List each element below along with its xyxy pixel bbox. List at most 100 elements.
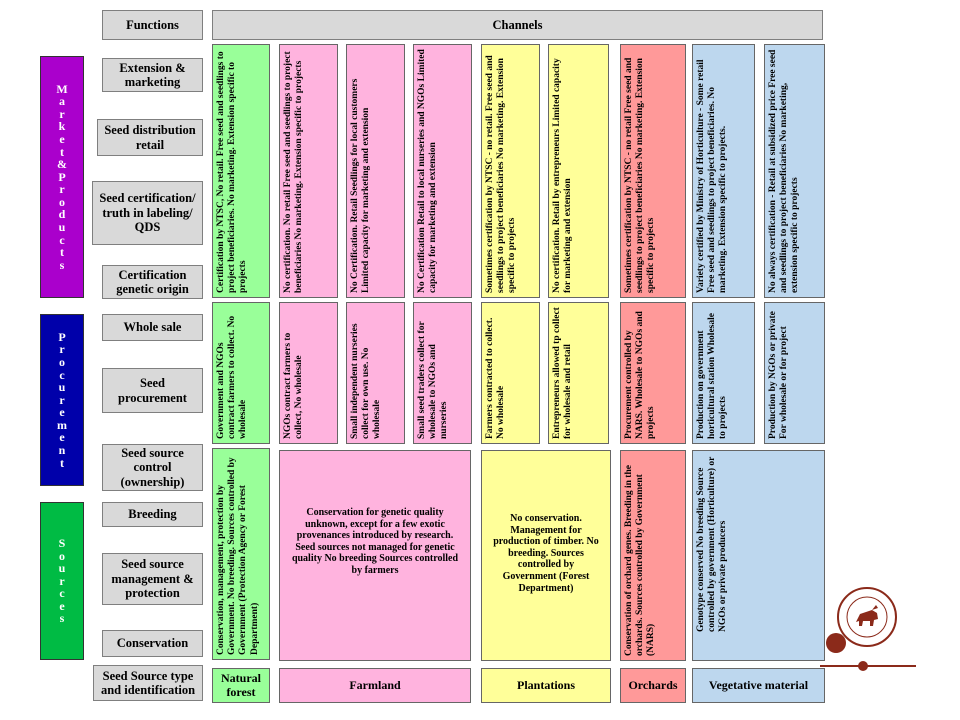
sources-cell-text: Genotype conserved No breeding Source co… [696, 456, 729, 632]
function-label: Seed certification/ truth in labeling/ Q… [99, 191, 196, 235]
procurement-cell-orchards: Procurement controlled by NARS. Wholesal… [620, 302, 686, 444]
category-letter: t [59, 144, 64, 159]
market-cell-plantations-farmers: Sometimes certification by NTSC - no ret… [481, 44, 540, 298]
procurement-cell-farmland-ngo: NGOs contract farmers to collect, No who… [279, 302, 338, 444]
function-seed-certification: Seed certification/ truth in labeling/ Q… [92, 181, 203, 245]
category-letter: r [59, 392, 65, 407]
procurement-cell-text: Government and NGOs contract farmers to … [216, 315, 249, 439]
category-letter: t [59, 245, 64, 260]
category-letter: c [59, 232, 65, 247]
function-extension-marketing: Extension & marketing [102, 58, 203, 92]
market-cell-text: Sometimes certification by NTSC - no ret… [624, 57, 657, 293]
market-cell-vegetative-private: No always certification - Retail at subs… [764, 44, 825, 298]
channels-header: Channels [212, 10, 823, 40]
procurement-cell-farmland-nurseries: Small independent nurseries collect for … [346, 302, 405, 444]
procurement-cell-natural-forest: Government and NGOs contract farmers to … [212, 302, 270, 444]
procurement-cell-plantations-entrepreneurs: Entrepreneurs allowed tp collect for who… [548, 302, 609, 444]
procurement-cell-text: Procurement controlled by NARS. Wholesal… [624, 311, 657, 439]
category-letter: u [58, 380, 66, 395]
category-letter: e [59, 598, 65, 613]
market-cell-plantations-entrepreneurs: No certification. Retail by entrepreneur… [548, 44, 609, 298]
procurement-cell-text: Small seed traders collect for wholesale… [417, 321, 450, 439]
market-cell-farmland-nurseries: No Certification. Retail Seedlings for l… [346, 44, 405, 298]
function-label: Conservation [116, 636, 189, 651]
decorative-rule [820, 665, 916, 667]
procurement-cell-text: NGOs contract farmers to collect, No who… [283, 332, 305, 439]
function-label: Seed distribution retail [104, 123, 196, 152]
source-type-label: Orchards [628, 677, 678, 692]
category-letter: s [59, 611, 65, 626]
source-type-label: Plantations [516, 677, 575, 692]
function-seed-procurement: Seed procurement [102, 368, 203, 413]
function-label: Seed source control (ownership) [120, 445, 185, 489]
category-letter: & [56, 157, 67, 172]
function-seed-source-management: Seed source management & protection [102, 553, 203, 605]
decorative-small-dot [858, 661, 868, 671]
market-cell-vegetative-government: Variety certified by Ministry of Horticu… [692, 44, 755, 298]
function-label: Whole sale [123, 320, 182, 335]
source-type-orchards: Orchards [620, 668, 686, 703]
category-letter: P [58, 169, 66, 184]
market-cell-text: No Certification. Retail Seedlings for l… [350, 78, 372, 293]
market-cell-text: No certification. Retail by entrepreneur… [552, 58, 574, 293]
procurement-cell-farmland-traders: Small seed traders collect for wholesale… [413, 302, 472, 444]
category-letter: M [56, 81, 68, 96]
category-letter: e [59, 430, 65, 445]
channels-header-label: Channels [492, 17, 543, 32]
market-cell-orchards: Sometimes certification by NTSC - no ret… [620, 44, 686, 298]
category-letter: c [59, 367, 65, 382]
source-type-label: Natural forest [221, 671, 261, 699]
functions-header-label: Functions [126, 17, 179, 32]
market-cell-text: No Certification Retail to local nurseri… [417, 49, 439, 293]
source-type-natural-forest: Natural forest [212, 668, 270, 703]
category-letter: r [59, 182, 65, 197]
market-cell-text: No certification. No retail Free seed an… [283, 51, 305, 293]
category-letter: r [59, 342, 65, 357]
category-letter: u [58, 220, 66, 235]
function-seed-source-control: Seed source control (ownership) [102, 444, 203, 491]
sources-cell-text: Conservation, management, protection by … [216, 457, 260, 655]
procurement-cell-plantations-farmers: Farmers contracted to collect. No wholes… [481, 302, 540, 444]
market-cell-text: Variety certified by Ministry of Horticu… [696, 59, 729, 293]
market-cell-text: Certification by NTSC, No retail. Free s… [216, 51, 249, 293]
function-seed-distribution: Seed distribution retail [97, 119, 203, 156]
procurement-cell-text: Production by NGOs or private For wholes… [768, 311, 790, 439]
decorative-large-dot [826, 633, 846, 653]
category-letter: o [59, 548, 65, 563]
category-letter: c [59, 586, 65, 601]
procurement-cell-text: Small independent nurseries collect for … [350, 323, 383, 439]
source-type-plantations: Plantations [481, 668, 611, 703]
procurement-cell-vegetative-government: Production on government horticultural s… [692, 302, 755, 444]
category-letter: S [58, 535, 66, 550]
category-letter: e [59, 405, 65, 420]
sources-cell-plantations: No conservation. Management for producti… [481, 450, 611, 661]
category-letter: s [59, 257, 65, 272]
source-type-farmland: Farmland [279, 668, 471, 703]
sources-cell-orchards: Conservation of orchard genes. Breeding … [620, 450, 686, 661]
functions-header: Functions [102, 10, 203, 40]
market-cell-text: No always certification - Retail at subs… [768, 49, 801, 293]
function-label: Breeding [128, 507, 177, 522]
category-letter: a [58, 94, 65, 109]
institution-seal-logo [837, 587, 897, 647]
category-letter: u [58, 561, 66, 576]
procurement-cell-text: Farmers contracted to collect. No wholes… [485, 317, 507, 439]
category-letter: d [58, 207, 66, 222]
sources-cell-text: Conservation of orchard genes. Breeding … [624, 465, 657, 656]
function-label: Seed Source type and identification [100, 668, 196, 697]
function-label: Seed source management & protection [111, 557, 194, 601]
source-type-label: Farmland [349, 677, 401, 692]
category-letter: r [59, 573, 65, 588]
sources-cell-vegetative: Genotype conserved No breeding Source co… [692, 450, 825, 661]
category-letter: r [59, 106, 65, 121]
sources-cell-natural-forest: Conservation, management, protection by … [212, 448, 270, 660]
source-type-label: Vegetative material [708, 677, 809, 692]
market-cell-farmland-traders: No Certification Retail to local nurseri… [413, 44, 472, 298]
function-conservation: Conservation [102, 630, 203, 657]
